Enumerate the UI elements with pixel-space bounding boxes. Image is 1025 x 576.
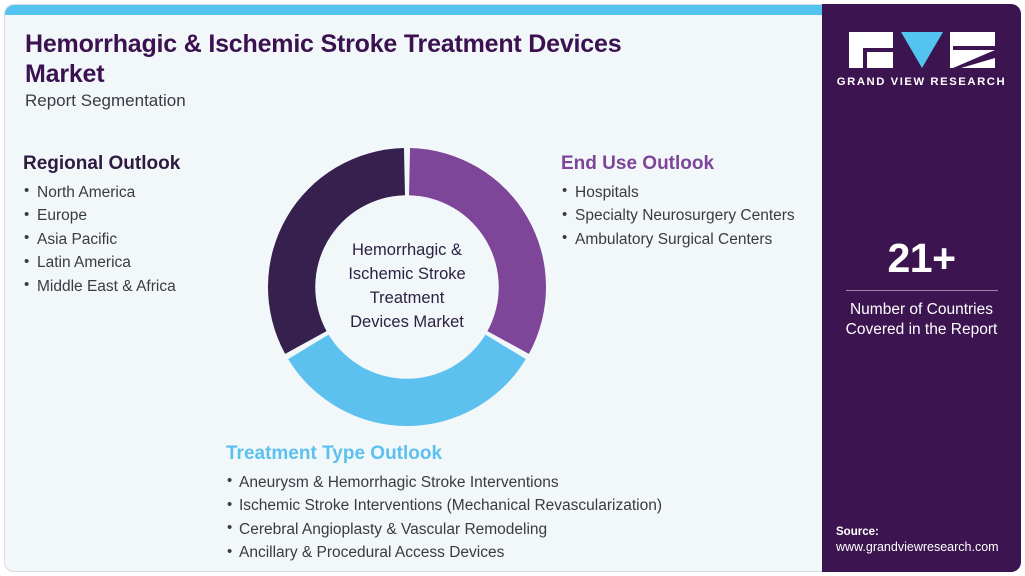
stat-label: Number of Countries Covered in the Repor… xyxy=(845,301,998,339)
list-item: Ancillary & Procedural Access Devices xyxy=(226,541,816,565)
regional-outlook-heading: Regional Outlook xyxy=(23,153,181,174)
stat-value: 21+ xyxy=(887,235,956,281)
end-use-outlook-list: Hospitals Specialty Neurosurgery Centers… xyxy=(561,180,811,252)
treatment-type-outlook-section: Treatment Type Outlook Aneurysm & Hemorr… xyxy=(226,443,816,565)
list-item: Latin America xyxy=(23,251,273,275)
end-use-outlook-section: End Use Outlook Hospitals Specialty Neur… xyxy=(561,153,811,251)
list-item: North America xyxy=(23,180,273,205)
donut-segment xyxy=(409,148,546,354)
treatment-type-outlook-heading: Treatment Type Outlook xyxy=(226,443,443,464)
gvr-logo-mark-icon xyxy=(848,32,995,68)
list-item: Aneurysm & Hemorrhagic Stroke Interventi… xyxy=(226,470,816,495)
page-title: Hemorrhagic & Ischemic Stroke Treatment … xyxy=(25,30,622,88)
page-subtitle: Report Segmentation xyxy=(25,91,186,110)
top-accent-bar xyxy=(5,5,1020,15)
list-item: Cerebral Angioplasty & Vascular Remodeli… xyxy=(226,517,816,542)
list-item: Specialty Neurosurgery Centers xyxy=(561,204,811,228)
end-use-outlook-heading: End Use Outlook xyxy=(561,153,715,174)
donut-segments xyxy=(268,148,546,426)
donut-chart-svg xyxy=(268,148,546,426)
regional-outlook-list: North America Europe Asia Pacific Latin … xyxy=(23,180,273,299)
source-title: Source: xyxy=(836,526,879,538)
brand-logo: GRAND VIEW RESEARCH xyxy=(822,30,1021,88)
brand-logo-text: GRAND VIEW RESEARCH xyxy=(836,76,1007,88)
list-item: Europe xyxy=(23,204,273,228)
treatment-type-outlook-list: Aneurysm & Hemorrhagic Stroke Interventi… xyxy=(226,470,816,565)
list-item: Middle East & Africa xyxy=(23,274,273,299)
brand-sidebar: GRAND VIEW RESEARCH 21+ Number of Countr… xyxy=(822,4,1021,572)
donut-segment xyxy=(268,148,405,354)
list-item: Hospitals xyxy=(561,180,811,205)
list-item: Ambulatory Surgical Centers xyxy=(561,227,811,252)
list-item: Asia Pacific xyxy=(23,227,273,252)
list-item: Ischemic Stroke Interventions (Mechanica… xyxy=(226,494,816,518)
stat-divider xyxy=(845,290,998,291)
source-block: Source: www.grandviewresearch.com xyxy=(836,526,1021,554)
source-url: www.grandviewresearch.com xyxy=(836,540,999,554)
stat-block: 21+ Number of Countries Covered in the R… xyxy=(822,238,1021,341)
regional-outlook-section: Regional Outlook North America Europe As… xyxy=(23,153,273,299)
donut-chart: Hemorrhagic & Ischemic Stroke Treatment … xyxy=(267,147,547,427)
donut-segment xyxy=(288,334,526,426)
